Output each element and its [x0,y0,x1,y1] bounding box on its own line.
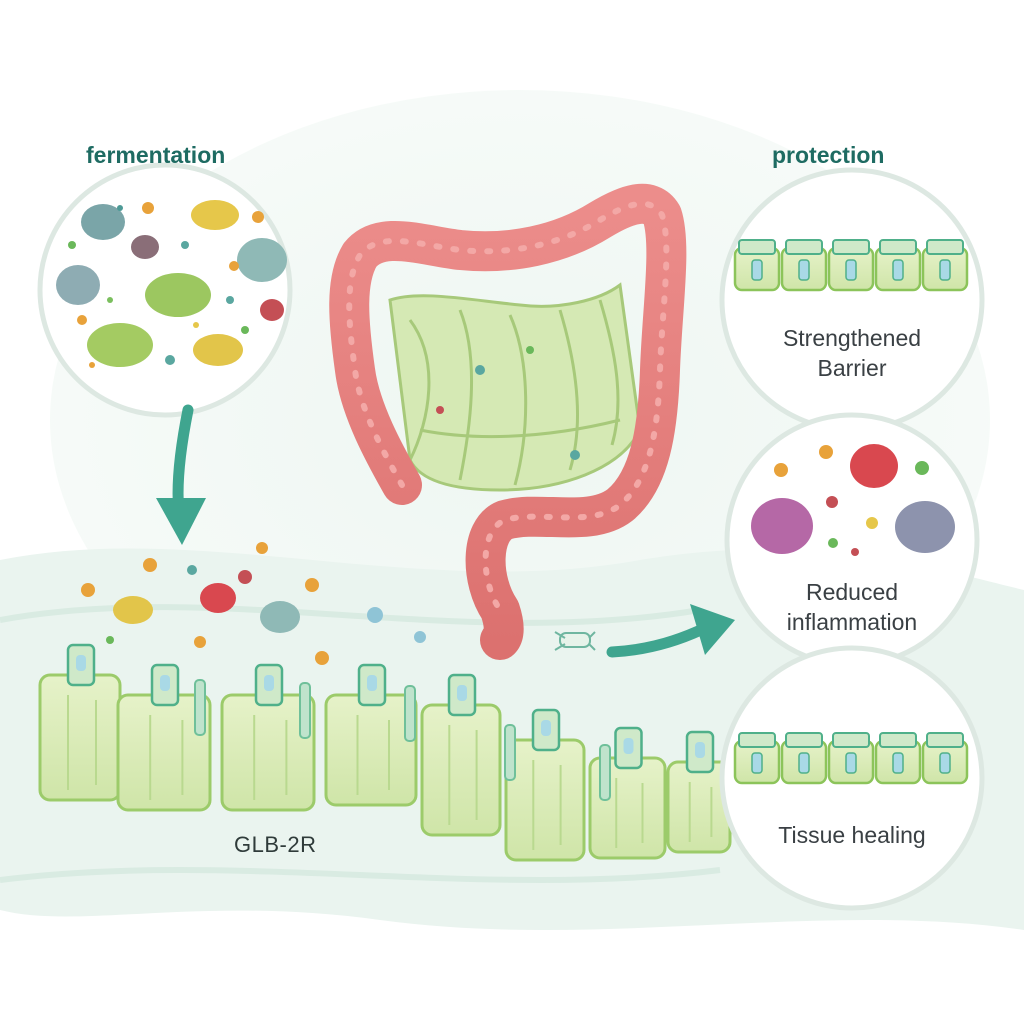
right-arrow [606,622,711,658]
barrier-cell [874,732,922,785]
small-bacterium-icon [554,631,596,651]
epithelium-layer [38,643,732,862]
inflammation-label: Reduced inflammation [740,577,964,638]
metabolite-particles [81,542,426,665]
receptor-icon [150,663,180,707]
barrier-cell [921,732,969,785]
barrier-label-line1: Strengthened [782,325,922,351]
fermentation-circle [37,162,293,418]
receptor-icon [614,726,643,770]
barrier-label-line2: Barrier [817,355,887,382]
barrier-cell [733,732,781,785]
right-arrow-head [690,604,735,655]
receptor-icon [531,708,561,752]
outcome-circle-inflammation [724,412,980,668]
epithelial-cell [324,663,418,807]
receptor-icon [66,643,96,687]
inflammation-label-line2: inflammation [786,609,918,636]
bacteria-cluster [56,200,287,368]
barrier-cell [733,239,781,292]
barrier-cell [780,239,828,292]
outcome-circle-healing [719,645,985,911]
epithelial-cell [666,730,732,854]
cell-junction [404,685,416,742]
barrier-cell [827,239,875,292]
epithelial-cell [116,663,212,812]
immune-cells [751,444,955,556]
barrier-cell [874,239,922,292]
receptor-label: GLB-2R [234,832,317,857]
fermentation-title: fermentation [86,142,226,168]
epithelial-cell [420,673,502,837]
inflammation-label-line1: Reduced [805,579,899,605]
barrier-cell [827,732,875,785]
cell-junction [599,744,611,801]
epithelial-cell [220,663,316,812]
cell-junction [194,679,206,736]
receptor-icon [254,663,284,707]
barrier-cell [780,732,828,785]
barrier-cell [921,239,969,292]
cell-junction [299,682,311,739]
receptor-icon [447,673,477,717]
healing-label-line1: Tissue healing [778,822,926,848]
healing-label: Tissue healing [742,820,962,850]
colon-illustration [329,183,687,660]
receptor-icon [357,663,387,707]
epithelial-cell [504,708,586,862]
receptor-icon [685,730,715,774]
barrier-label: Strengthened Barrier [752,323,952,384]
down-arrow-head [156,498,206,545]
protection-title: protection [772,142,885,168]
epithelial-cells [38,643,732,862]
outcome-circle-barrier [719,167,985,433]
cell-junction [504,724,516,781]
